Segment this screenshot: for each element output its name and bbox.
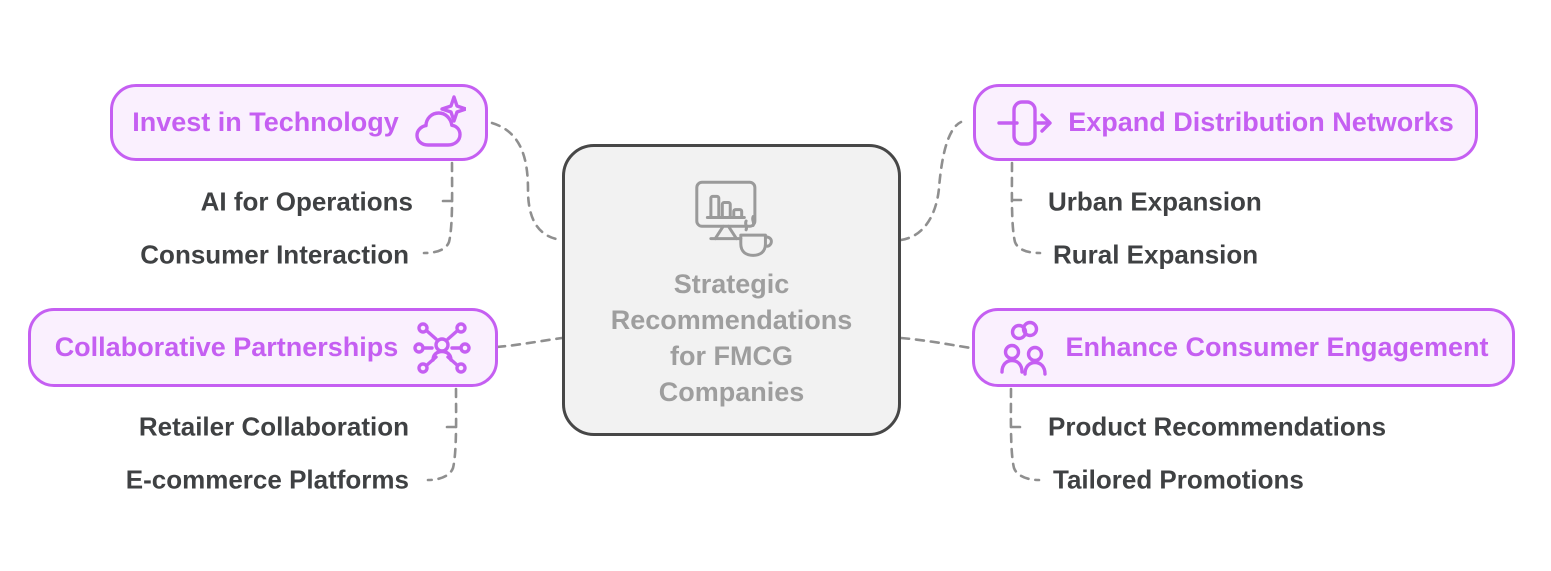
edge-expand-children [1010, 161, 1042, 255]
branch-label: Expand Distribution Networks [1068, 107, 1454, 137]
edge-center-expand [899, 120, 963, 242]
edge-center-enhance [899, 336, 973, 350]
edge-invest-children [422, 161, 454, 255]
branch-label: Invest in Technology [132, 107, 399, 137]
central-topic-title: Strategic Recommendations for FMCG Compa… [610, 269, 853, 407]
branch-collaborative-partnerships: Collaborative Partnerships [28, 308, 498, 387]
monitor-chart-coffee-icon [694, 180, 773, 257]
person-network-icon [413, 321, 471, 374]
subtopic-urban-expansion: Urban Expansion [1048, 186, 1262, 217]
people-partnership-icon [1000, 320, 1048, 376]
subtopic-product-recommendations: Product Recommendations [1048, 411, 1387, 442]
subtopic-consumer-interaction: Consumer Interaction [140, 239, 409, 270]
edge-collab-children [426, 387, 458, 482]
subtopic-ai-for-operations: AI for Operations [200, 186, 413, 217]
branch-label: Enhance Consumer Engagement [1065, 332, 1489, 362]
edge-center-invest [490, 121, 564, 242]
cloud-sparkle-icon [415, 94, 466, 147]
central-topic-node: Strategic Recommendations for FMCG Compa… [562, 144, 901, 436]
edge-enhance-children [1009, 387, 1041, 482]
subtopic-ecommerce-platforms: E-commerce Platforms [125, 464, 409, 495]
branch-invest-in-technology: Invest in Technology [110, 84, 488, 161]
subtopic-retailer-collaboration: Retailer Collaboration [138, 411, 409, 442]
subtopic-rural-expansion: Rural Expansion [1053, 239, 1259, 270]
branch-expand-distribution-networks: Expand Distribution Networks [973, 84, 1478, 161]
branch-enhance-consumer-engagement: Enhance Consumer Engagement [972, 308, 1515, 387]
branch-label: Collaborative Partnerships [54, 332, 399, 362]
subtopic-tailored-promotions: Tailored Promotions [1053, 464, 1304, 495]
door-exit-arrow-icon [997, 99, 1052, 146]
edge-center-collab [495, 336, 564, 349]
